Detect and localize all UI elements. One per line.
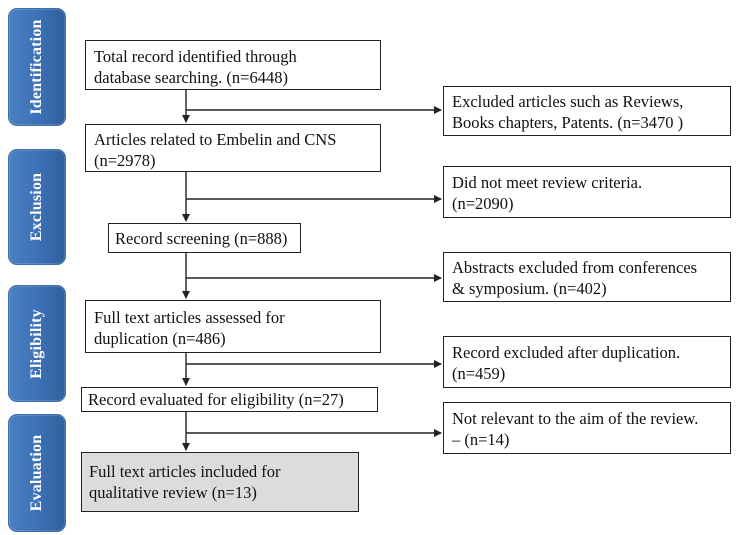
box-line: Articles related to Embelin and CNS xyxy=(94,130,337,149)
box-line: Not relevant to the aim of the review. xyxy=(452,409,699,428)
box-line: Excluded articles such as Reviews, xyxy=(452,92,684,111)
box-record-screening: Record screening (n=888) xyxy=(108,223,301,253)
box-line: Record evaluated for eligibility (n=27) xyxy=(88,390,344,409)
box-included-qualitative: Full text articles included for qualitat… xyxy=(81,452,359,512)
box-line: Abstracts excluded from conferences xyxy=(452,258,698,277)
box-records-identified: Total record identified through database… xyxy=(85,40,381,90)
box-line: duplication (n=486) xyxy=(94,329,226,348)
box-excluded-reviews: Excluded articles such as Reviews, Books… xyxy=(443,86,731,136)
box-not-relevant: Not relevant to the aim of the review. –… xyxy=(443,402,731,454)
phase-evaluation: Evaluation xyxy=(8,414,66,532)
box-excluded-duplication: Record excluded after duplication. (n=45… xyxy=(443,336,731,388)
box-line: Record excluded after duplication. xyxy=(452,343,681,362)
box-line: Full text articles assessed for xyxy=(94,308,285,327)
box-line: database searching. (n=6448) xyxy=(94,68,288,87)
box-line: qualitative review (n=13) xyxy=(89,483,257,502)
box-line: & symposium. (n=402) xyxy=(452,279,607,298)
box-line: Did not meet review criteria. xyxy=(452,173,643,192)
box-not-meet-criteria: Did not meet review criteria. (n=2090) xyxy=(443,166,731,218)
box-full-text-assessed: Full text articles assessed for duplicat… xyxy=(85,300,381,353)
box-line: Total record identified through xyxy=(94,47,297,66)
box-line: Record screening (n=888) xyxy=(115,229,288,248)
box-line: (n=2978) xyxy=(94,151,156,170)
box-abstracts-excluded: Abstracts excluded from conferences & sy… xyxy=(443,252,731,302)
box-line: Books chapters, Patents. (n=3470 ) xyxy=(452,113,684,132)
box-line: (n=2090) xyxy=(452,194,514,213)
box-eligibility-evaluated: Record evaluated for eligibility (n=27) xyxy=(81,387,378,412)
phase-identification: Identification xyxy=(8,8,66,126)
phase-exclusion: Exclusion xyxy=(8,149,66,265)
box-related-articles: Articles related to Embelin and CNS (n=2… xyxy=(85,124,381,172)
box-line: – (n=14) xyxy=(452,430,510,449)
box-line: Full text articles included for xyxy=(89,462,281,481)
phase-eligibility: Eligibility xyxy=(8,285,66,402)
box-line: (n=459) xyxy=(452,364,506,383)
